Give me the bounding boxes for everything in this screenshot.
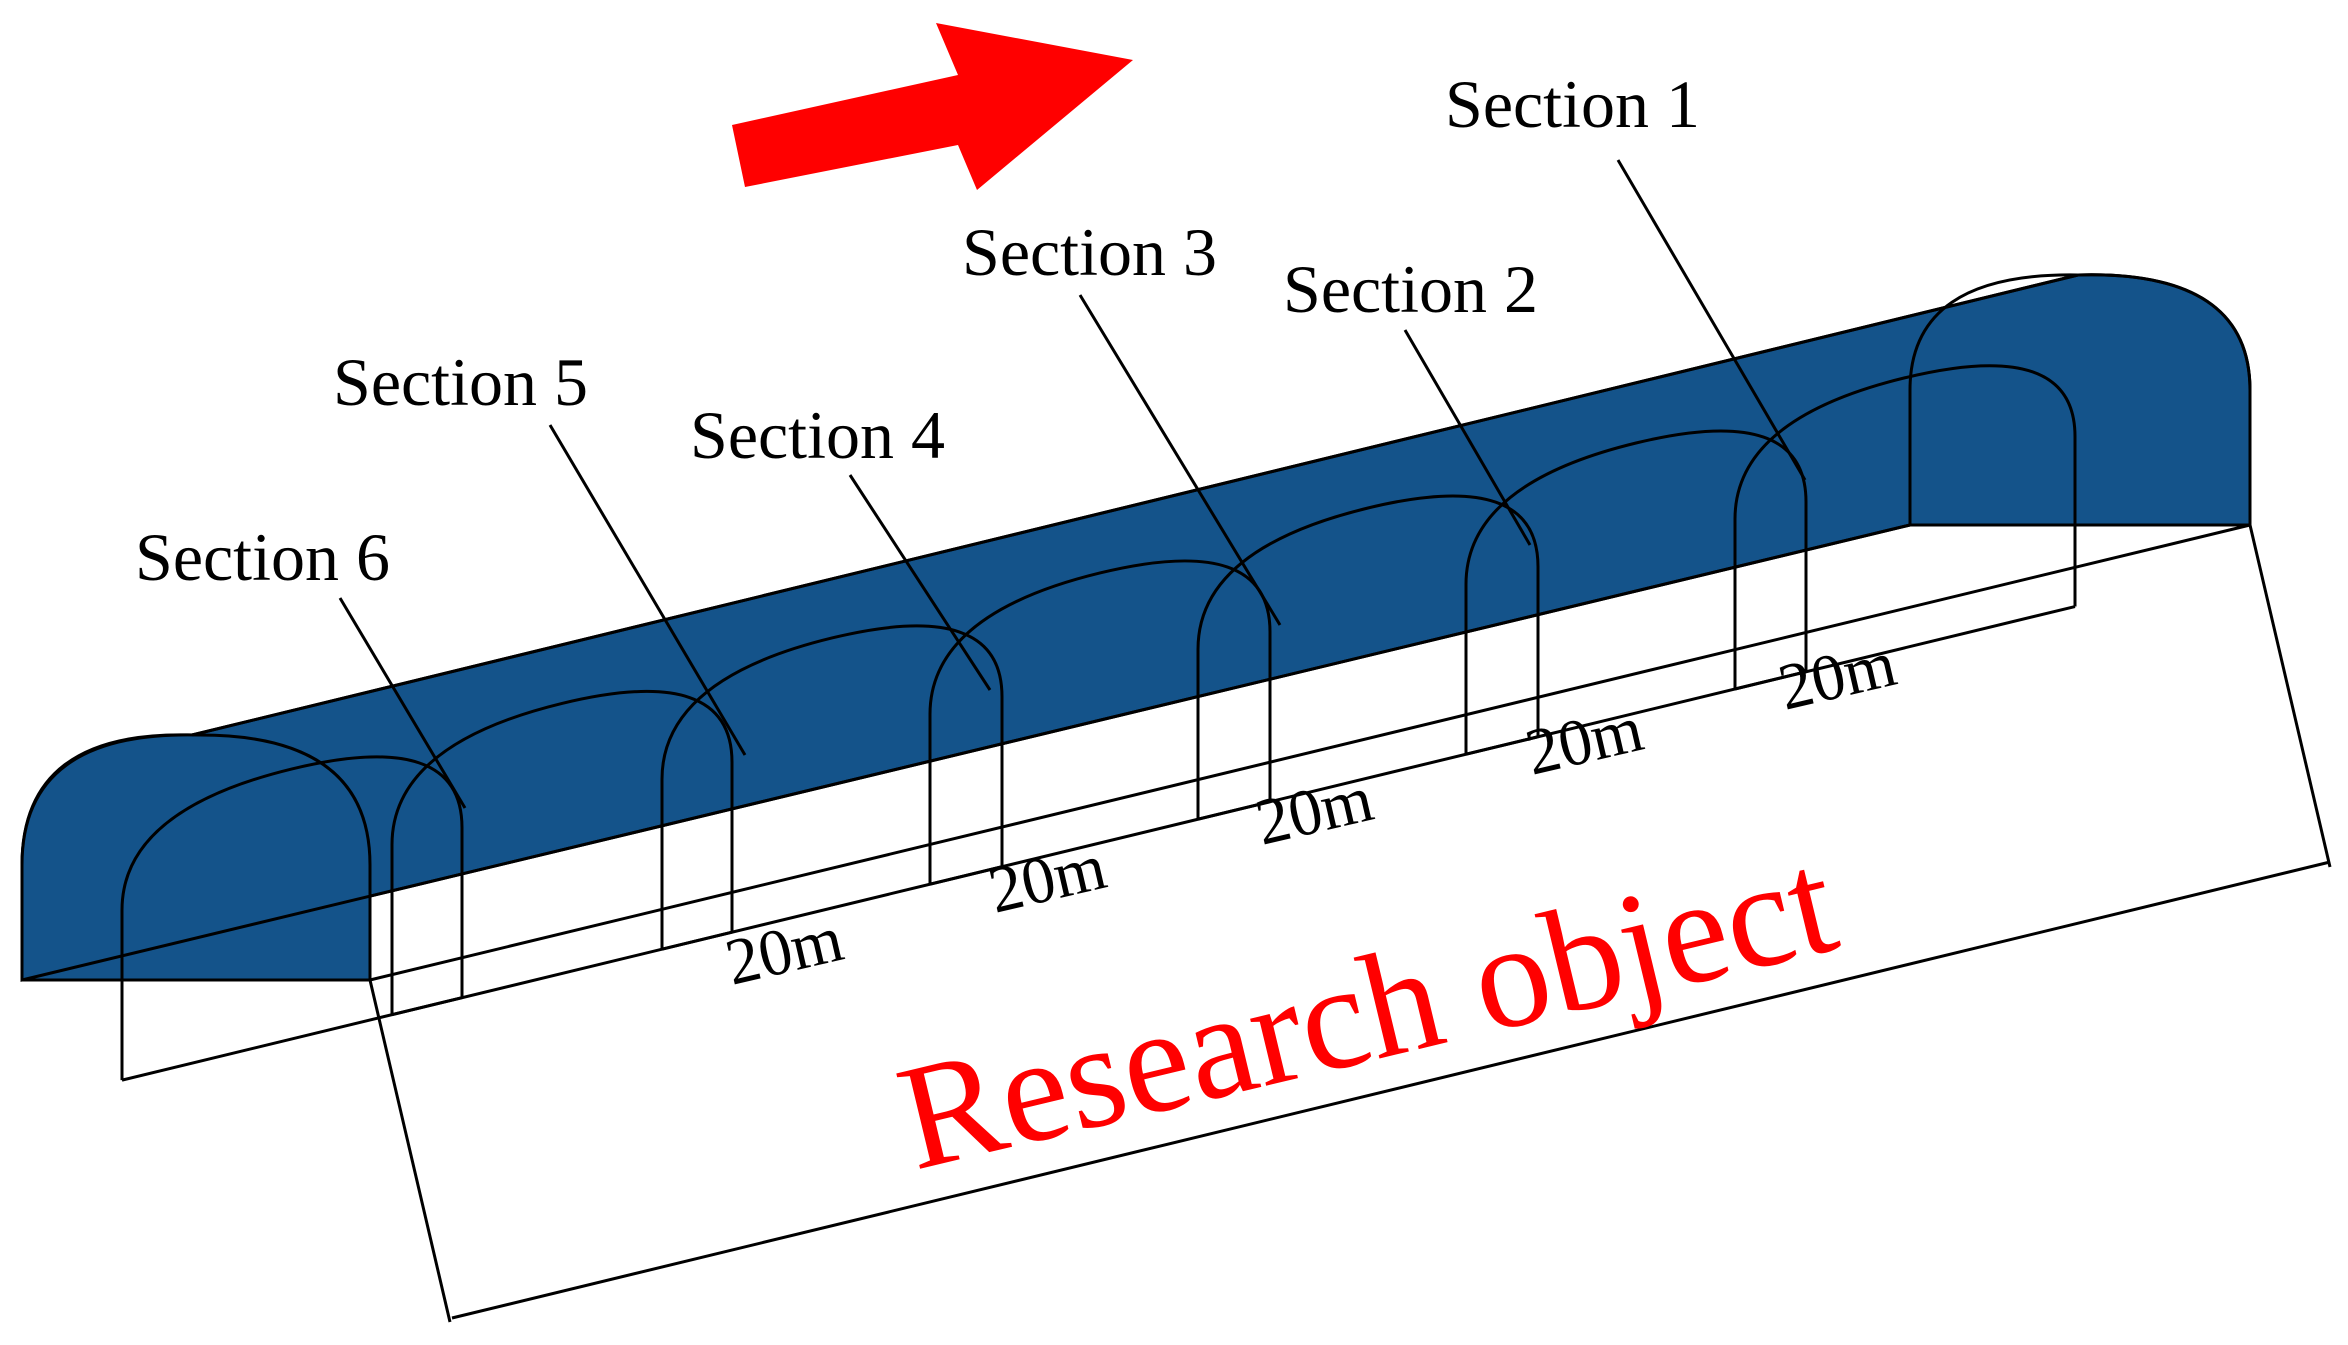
- section-leader-lines: [338, 159, 1807, 809]
- tunnel-front-face: [20, 733, 372, 982]
- section-leader-2: [1403, 329, 1532, 546]
- section-arch-base-7: [1734, 605, 2076, 691]
- spacing-label-1: 20m: [719, 902, 850, 1000]
- section-arch-3: [660, 624, 1004, 950]
- section-label-6: Section 6: [135, 519, 390, 595]
- section-label-2: Section 2: [1283, 251, 1538, 327]
- section-label-5: Section 5: [333, 344, 588, 420]
- section-label-3: Section 3: [962, 214, 1217, 290]
- spacing-label-5: 20m: [1772, 627, 1903, 725]
- section-label-1: Section 1: [1445, 66, 1700, 142]
- section-leader-4: [848, 474, 992, 691]
- tunnel-base-edge: [369, 523, 2251, 982]
- section-leader-5: [548, 424, 747, 756]
- tunnel-bottom-edge: [21, 523, 1911, 982]
- section-arch-2: [390, 689, 734, 1015]
- section-label-4: Section 4: [690, 397, 945, 473]
- arrow-right-icon: [732, 23, 1133, 190]
- section-arch-5: [1196, 494, 1540, 820]
- section-leader-6: [338, 597, 467, 809]
- section-leader-1: [1616, 159, 1807, 481]
- section-leader-3: [1078, 294, 1282, 626]
- research-object-bracket: [368, 524, 2332, 1323]
- tunnel-crown-edge: [191, 273, 2079, 737]
- section-arch-7: [1733, 364, 2077, 689]
